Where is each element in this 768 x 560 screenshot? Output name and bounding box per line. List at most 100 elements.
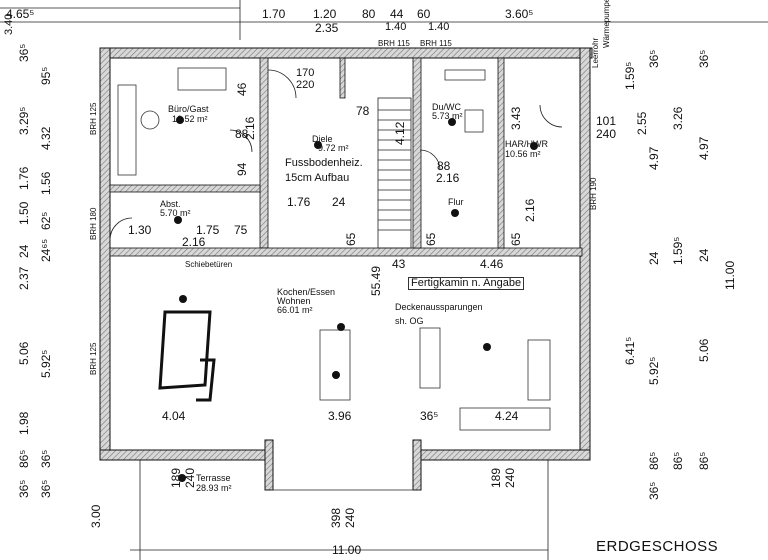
- kitchen-island: [158, 310, 216, 402]
- dim-216-abst: 2.16: [182, 235, 206, 249]
- room-terrasse-area: 28.93 m²: [196, 483, 232, 493]
- right2-dim-4: 5.06: [697, 338, 711, 362]
- dim-240-b: 240: [503, 467, 517, 488]
- room-buero-name: Büro/Gast: [168, 104, 209, 114]
- note-heat-pump: Wärmepumpe: [602, 0, 611, 48]
- dim-top-6: 2.35: [315, 21, 339, 35]
- room-har-area: 10.56 m²: [505, 149, 541, 159]
- room-kochen-area: 66.01 m²: [277, 305, 313, 315]
- note-sliding-doors: Schiebetüren: [185, 260, 233, 269]
- dim-top-left: 4.65⁵: [6, 7, 35, 21]
- dim-46: 46: [235, 82, 249, 96]
- dim-65-c: 65: [509, 232, 523, 246]
- brh-left-2: BRH 180: [89, 207, 98, 240]
- brh-left-1: BRH 125: [89, 102, 98, 135]
- dim-412: 4.12: [393, 121, 407, 145]
- dim-top-4: 44: [390, 7, 404, 21]
- left-dim-9: 36⁵: [17, 479, 31, 498]
- left-dim-6: 5.06: [17, 341, 31, 365]
- dim-top-8: 1.40: [428, 21, 450, 33]
- dim-24: 24: [332, 195, 346, 209]
- left-dim-2: 1.76: [17, 166, 31, 190]
- left2-dim-2: 1.56: [39, 171, 53, 195]
- right-dim-3: 4.97: [647, 146, 661, 170]
- room-diele-name: Diele: [312, 134, 333, 144]
- dim-88-wc: 88: [437, 159, 451, 173]
- dim-top-right: 3.60⁵: [505, 7, 534, 21]
- dim-396: 3.96: [328, 409, 352, 423]
- dim-404: 4.04: [162, 409, 186, 423]
- dim-43: 43: [392, 257, 406, 271]
- dim-240-c: 240: [343, 507, 357, 528]
- room-flur-name: Flur: [448, 197, 464, 207]
- dim-75: 75: [234, 223, 248, 237]
- dim-446: 4.46: [480, 257, 504, 271]
- room-kochen-name2: Wohnen: [277, 296, 311, 306]
- note-fireplace: Fertigkamin n. Angabe: [408, 277, 525, 290]
- room-har-name: HAR/HWR: [505, 139, 548, 149]
- right2-dim-3: 24: [697, 248, 711, 262]
- dim-240-a: 240: [183, 467, 197, 488]
- dim-top-7: 1.40: [385, 21, 407, 33]
- dim-88-buero: 88: [235, 127, 249, 141]
- right-dim-1: 1.59⁵: [623, 61, 637, 90]
- right-dim-0: 36⁵: [647, 49, 661, 68]
- left2-dim-3: 62⁵: [39, 211, 53, 230]
- dim-216-wc: 2.16: [436, 171, 460, 185]
- right-dim-8: 86⁵: [647, 451, 661, 470]
- dim-398: 398: [329, 507, 343, 528]
- left2-dim-6: 36⁵: [39, 449, 53, 468]
- room-duwc-name: Du/WC: [432, 102, 461, 112]
- note-floor-heating-2: 15cm Aufbau: [285, 172, 350, 184]
- right2-dim-1: 3.26: [671, 106, 685, 130]
- dim-300: 3.00: [89, 504, 103, 528]
- dim-189-b: 189: [489, 467, 503, 488]
- dim-175: 1.75: [196, 223, 220, 237]
- left2-dim-1: 4.32: [39, 126, 53, 150]
- right2-dim-2: 4.97: [697, 136, 711, 160]
- left2-dim-4: 24⁶⁵: [39, 238, 53, 262]
- dim-top-3: 80: [362, 7, 376, 21]
- door-swings: [109, 69, 563, 241]
- dim-176: 1.76: [287, 195, 311, 209]
- dim-130: 1.30: [128, 223, 152, 237]
- ceiling-lights: [174, 116, 538, 482]
- left2-dim-5: 5.92⁵: [39, 349, 53, 378]
- dim-101: 101: [596, 114, 617, 128]
- left-dim-1: 3.29⁵: [17, 106, 31, 135]
- dim-424: 4.24: [495, 409, 519, 423]
- terrace-outline: [130, 460, 549, 560]
- dim-5549: 55.49: [369, 265, 383, 296]
- left-dim-7: 1.98: [17, 411, 31, 435]
- right-dim-4: 1.59⁵: [671, 236, 685, 265]
- room-kochen-name: Kochen/Essen: [277, 287, 336, 297]
- staircase: [377, 97, 412, 249]
- dim-65-b: 65: [424, 232, 438, 246]
- left-dim-3: 1.50: [17, 201, 31, 225]
- dim-170: 170: [296, 67, 315, 79]
- brh-label-2: BRH 115: [420, 39, 452, 48]
- room-terrasse-name: Terrasse: [196, 473, 231, 483]
- dim-189-a: 189: [169, 467, 183, 488]
- left-dim-5: 2.37: [17, 266, 31, 290]
- right-dim-6: 6.41⁵: [623, 336, 637, 365]
- room-diele-area: 9.72 m²: [318, 143, 349, 153]
- room-abst-name: Abst.: [160, 199, 181, 209]
- note-conduit: Leerrohr: [591, 37, 600, 68]
- dim-94: 94: [235, 162, 249, 176]
- room-duwc-area: 5.73 m²: [432, 111, 463, 121]
- brh-left-3: BRH 125: [89, 342, 98, 375]
- right2-dim-0: 36⁵: [697, 49, 711, 68]
- dim-1100-bottom: 11.00: [332, 543, 362, 557]
- dim-top-1: 1.70: [262, 7, 286, 21]
- dim-65-a: 65: [344, 232, 358, 246]
- dim-corner: 3.40: [3, 13, 15, 35]
- room-buero-area: 16.52 m²: [172, 114, 208, 124]
- dim-78: 78: [356, 104, 370, 118]
- right-total-dim: 11.00: [723, 260, 737, 290]
- brh-right: BRH 190: [589, 177, 598, 210]
- right-dim-2: 2.55: [635, 111, 649, 135]
- left2-dim-7: 36⁵: [39, 479, 53, 498]
- dim-216-har: 2.16: [523, 198, 537, 222]
